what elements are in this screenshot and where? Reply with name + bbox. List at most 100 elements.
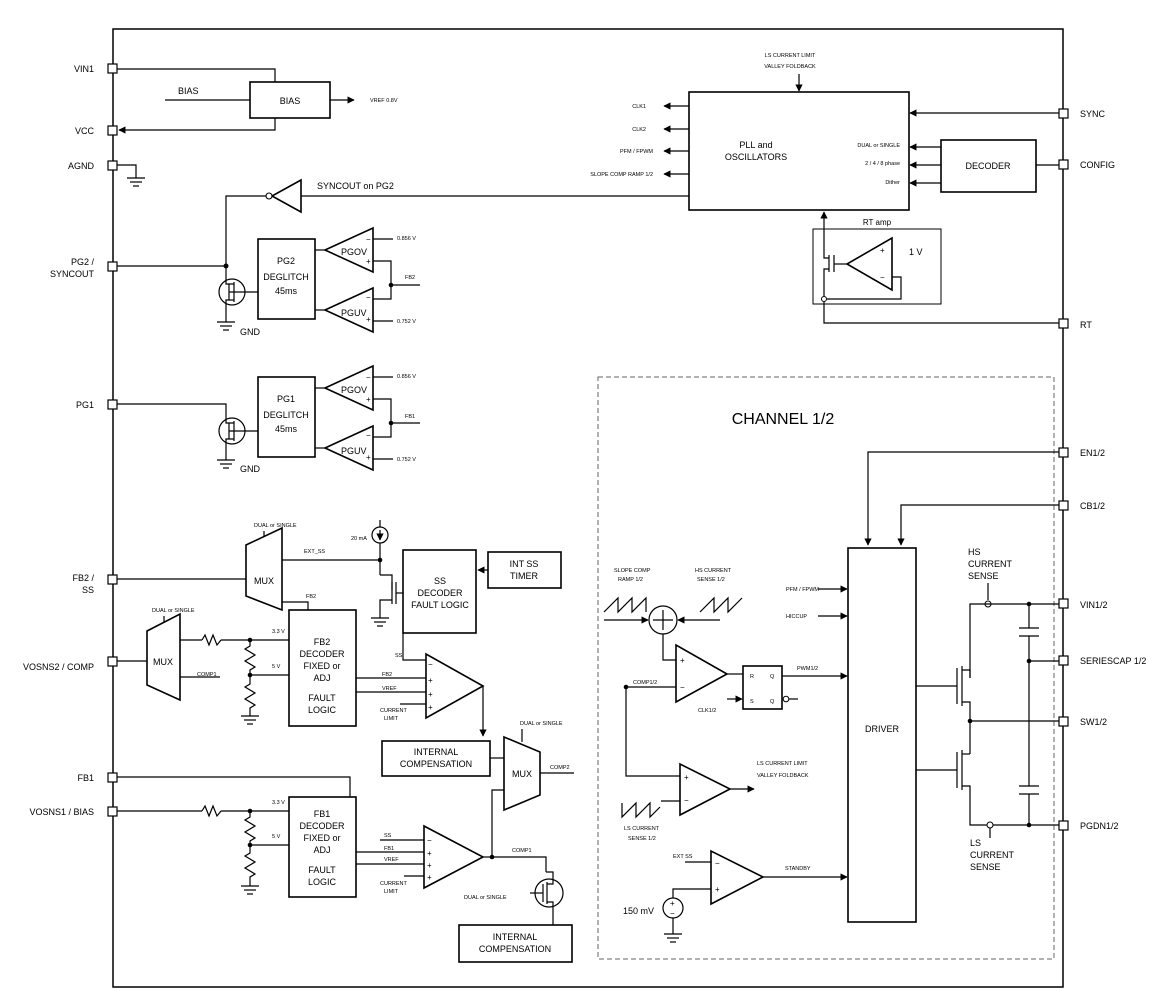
pin-pg2[interactable] [107, 261, 118, 272]
pll-out-slope: SLOPE COMP RAMP 1/2 [590, 172, 653, 178]
pin-agnd[interactable] [107, 160, 118, 171]
pin-label-vin12: VIN1/2 [1080, 600, 1108, 610]
standby-plus: + [715, 885, 720, 894]
int-comp-2: COMPENSATION [400, 759, 472, 769]
ss-mux-label: MUX [254, 576, 274, 586]
ls-cs-2: CURRENT [970, 850, 1015, 860]
pin-label-config: CONFIG [1080, 160, 1115, 170]
comp-mux-label: MUX [512, 769, 532, 779]
ls-limit-1: LS CURRENT LIMIT [757, 761, 808, 767]
ch1-resistor [201, 804, 222, 818]
pin-label-vosns1: VOSNS1 / BIAS [29, 807, 94, 817]
pg2-gnd: GND [240, 327, 261, 337]
pg1-ov-plus: + [366, 395, 371, 404]
pg2-ov-minus: − [366, 235, 371, 244]
pin-vosns2[interactable] [107, 656, 118, 667]
bias-block [249, 81, 331, 119]
ch1-in-lim: LIMIT [384, 889, 399, 895]
pin-sw[interactable] [1058, 716, 1069, 727]
pll-in-phase: 2 / 4 / 8 phase [865, 161, 900, 167]
ch1-block-6: LOGIC [308, 877, 337, 887]
internal-comp-2 [381, 740, 491, 777]
ch1-amp-minus: − [427, 836, 432, 845]
ch2-v33: 3.3 V [272, 629, 285, 635]
ch1-block-4: ADJ [313, 845, 330, 855]
pin-fb1[interactable] [107, 772, 118, 783]
pg1-uv-comp [323, 424, 374, 472]
fb1-decoder-block [288, 796, 357, 898]
ss-current-label: 20 mA [351, 536, 367, 542]
ch2-amp-plus-3: + [428, 703, 433, 712]
ch1-in-cur: CURRENT [380, 881, 408, 887]
pll-out-clk1: CLK1 [632, 104, 646, 110]
latch-s: S [750, 699, 754, 705]
ch2-ss: SS [395, 653, 403, 659]
channel-title: CHANNEL 1/2 [732, 411, 835, 428]
pg1-block-2: DEGLITCH [263, 410, 309, 420]
ch2-mux-select: DUAL or SINGLE [152, 608, 195, 614]
pin-sync[interactable] [1058, 108, 1069, 119]
pin-label-pg1: PG1 [76, 400, 94, 410]
ch1-block-1: FB1 [314, 809, 331, 819]
int-ss-timer [487, 551, 562, 589]
channel-box [597, 376, 1055, 960]
pg1-deglitch [257, 376, 316, 458]
bias-block-label: BIAS [280, 96, 301, 106]
slope-1: SLOPE COMP [614, 568, 651, 574]
pll-top-label-1: LS CURRENT LIMIT [765, 53, 816, 59]
pin-fb2[interactable] [107, 574, 118, 585]
rt-amp [845, 236, 893, 292]
ch1-v33: 3.3 V [272, 800, 285, 806]
pin-label-seriescap: SERIESCAP 1/2 [1080, 656, 1146, 666]
pin-config[interactable] [1058, 159, 1069, 170]
decoder-label: DECODER [965, 161, 1011, 171]
pg1-ov-ref: 0.856 V [397, 374, 416, 380]
comp12-label: COMP1/2 [633, 680, 657, 686]
pin-label-fb1: FB1 [77, 773, 94, 783]
ss-ext-label: EXT_SS [304, 549, 325, 555]
int-comp2-1: INTERNAL [493, 932, 538, 942]
pg2-uv-ref: 0.752 V [397, 319, 416, 325]
ch2-in-vref: VREF [382, 686, 397, 692]
ch2-amp-plus-2: + [428, 690, 433, 699]
ch2-in-cur: CURRENT [380, 708, 408, 714]
pin-vcc[interactable] [107, 125, 118, 136]
rt-amp-box [812, 228, 942, 305]
ch2-in-lim: LIMIT [384, 716, 399, 722]
ch2-in-fb2: FB2 [382, 672, 392, 678]
standby-label: STANDBY [785, 866, 811, 872]
pin-cb[interactable] [1058, 500, 1069, 511]
ch1-section: 3.3 V 5 V FB1 DECODER FIXED or ADJ FAULT… [117, 776, 573, 963]
pin-vosns1[interactable] [107, 806, 118, 817]
pin-vin1[interactable] [107, 63, 118, 74]
ch2-resistor [201, 633, 222, 647]
rt-ref-label: 1 V [909, 247, 923, 257]
comp2-label: COMP2 [550, 765, 570, 771]
pg2-ov-plus: + [366, 257, 371, 266]
int-comp2-2: COMPENSATION [479, 944, 551, 954]
pin-label-vosns2: VOSNS2 / COMP [23, 662, 94, 672]
pin-label-vin1: VIN1 [74, 64, 94, 74]
pin-label-en: EN1/2 [1080, 448, 1105, 458]
pwm-minus: − [680, 683, 685, 692]
pin-en[interactable] [1058, 447, 1069, 458]
ext-ss-label: EXT SS [673, 854, 693, 860]
ramp-wave [603, 596, 647, 614]
pin-label-fb2-b: SS [82, 585, 94, 595]
pin-label-agnd: AGND [68, 161, 95, 171]
pin-label-rt: RT [1080, 320, 1092, 330]
ch1-block-5: FAULT [308, 865, 336, 875]
pin-pgdn[interactable] [1058, 820, 1069, 831]
pwm12-label: PWM1/2 [797, 666, 818, 672]
pg2-ov-label: PGOV [341, 247, 367, 257]
pin-vin12[interactable] [1058, 598, 1069, 609]
pin-label-pg2-b: SYNCOUT [50, 269, 95, 279]
pin-pg1[interactable] [107, 399, 118, 410]
ch1-block-2: DECODER [299, 821, 345, 831]
pin-rt[interactable] [1058, 318, 1069, 329]
pin-seriescap[interactable] [1058, 655, 1069, 666]
pin-label-sync: SYNC [1080, 109, 1106, 119]
v150-label: 150 mV [623, 906, 654, 916]
ss-block-3: FAULT LOGIC [411, 600, 469, 610]
ch2-block-4: ADJ [313, 673, 330, 683]
